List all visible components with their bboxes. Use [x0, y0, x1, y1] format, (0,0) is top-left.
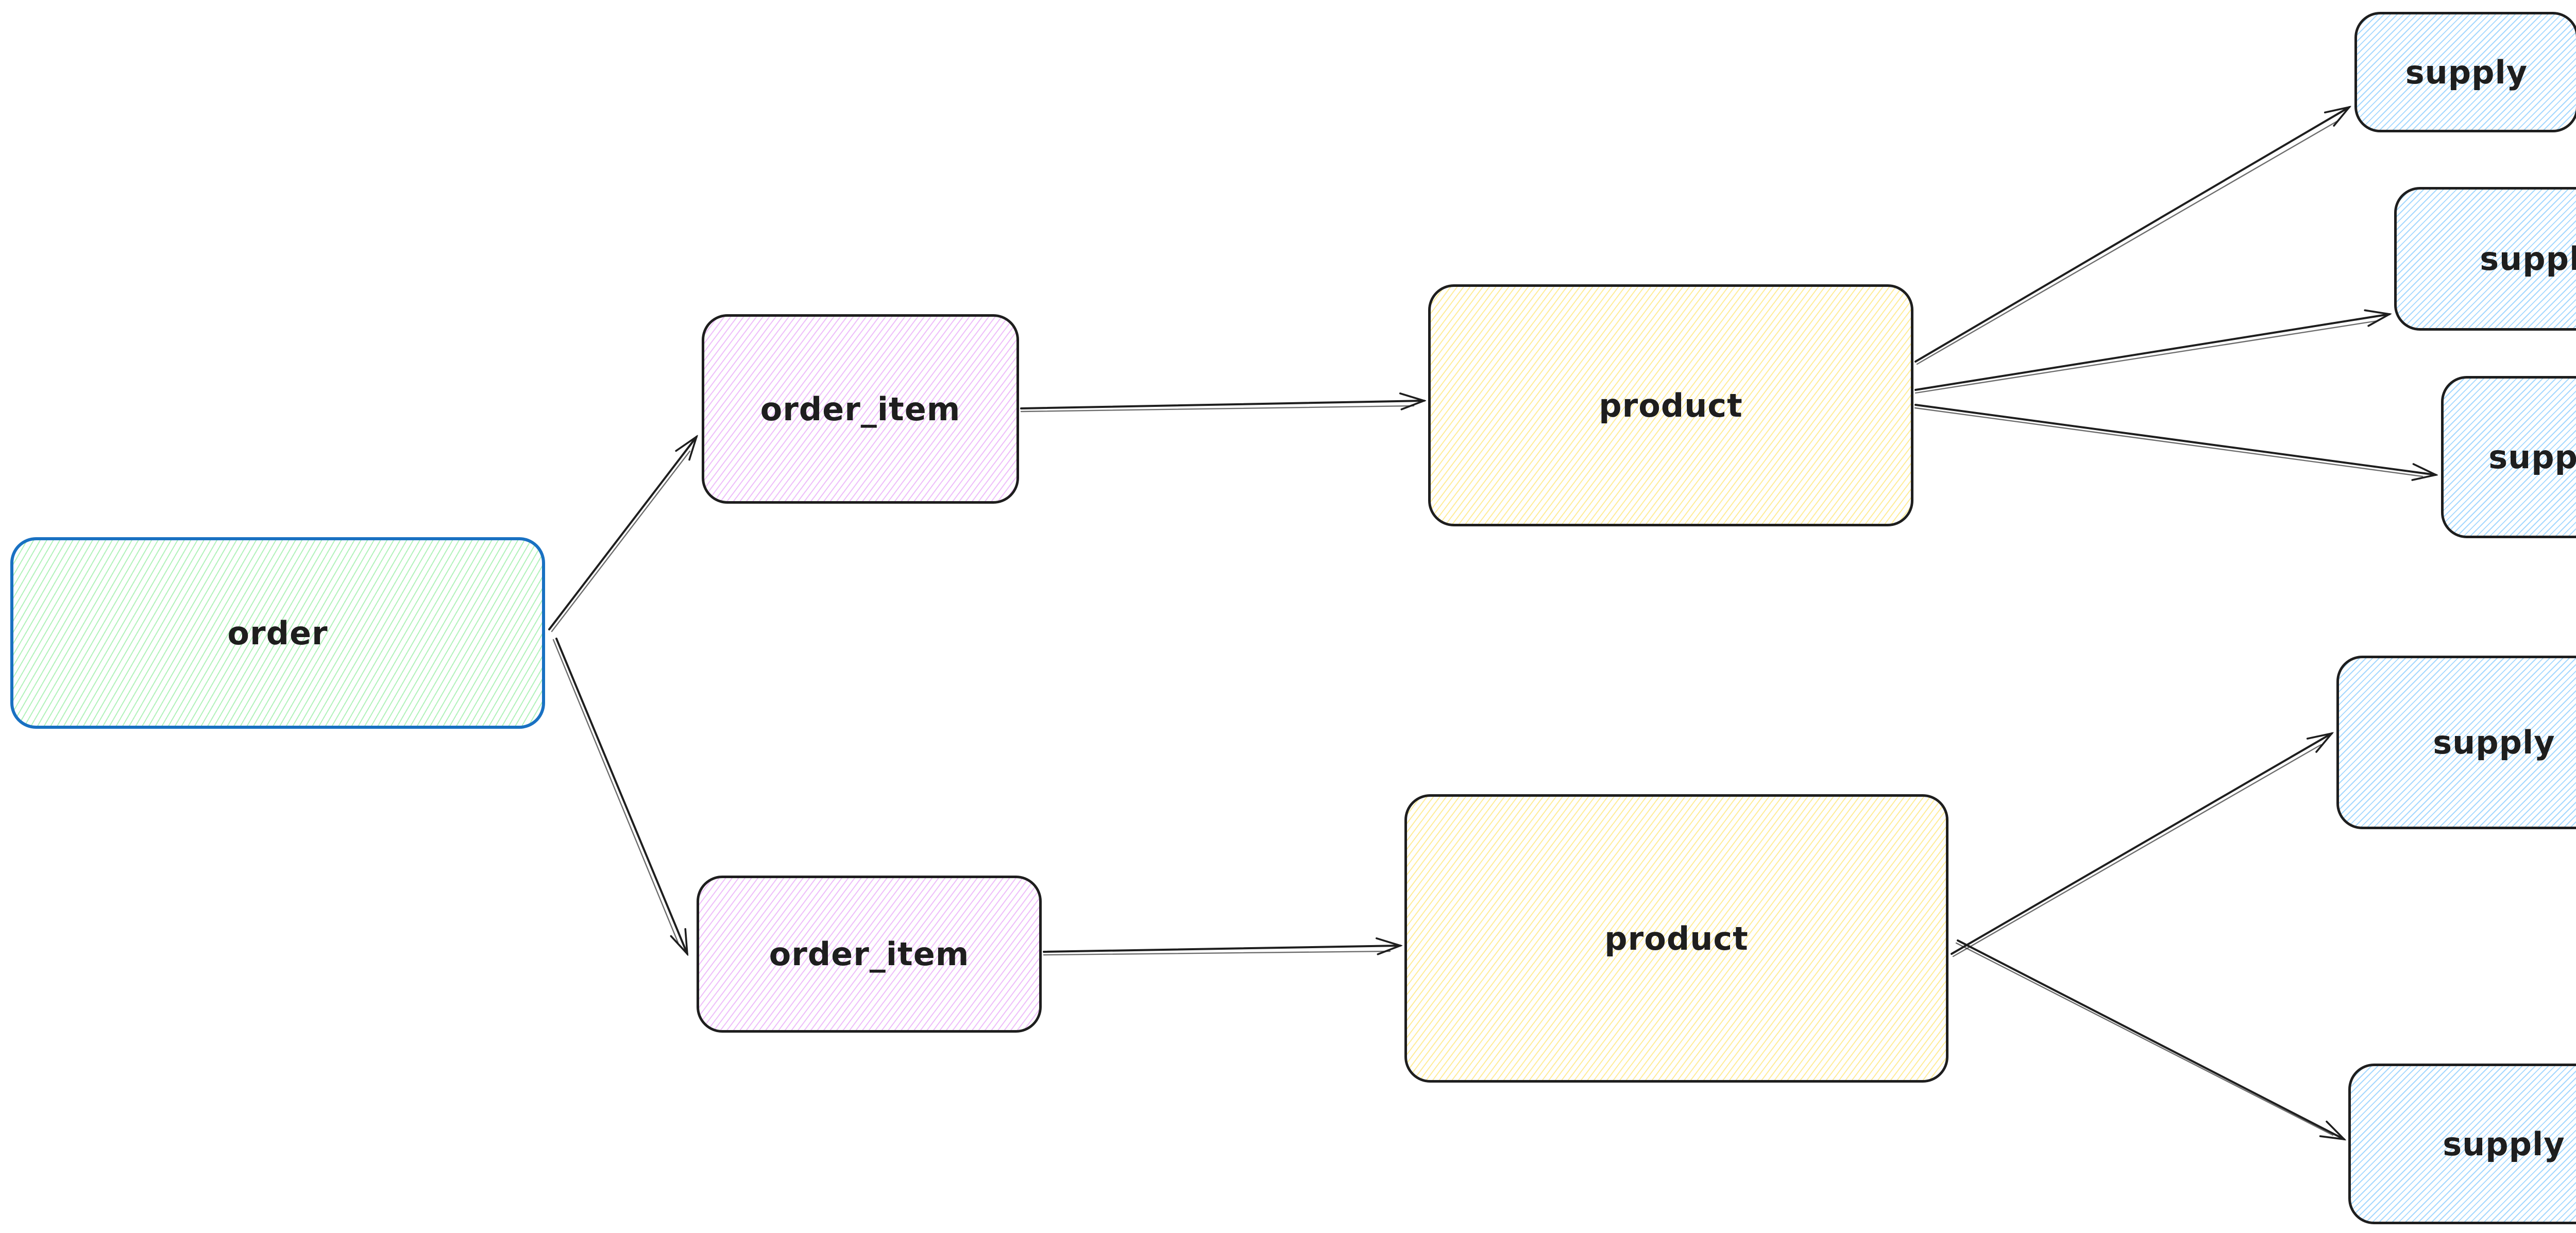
edge-product-1-to-supply-2[interactable] [1914, 314, 2389, 394]
edge-order-to-order-item-2[interactable] [552, 638, 687, 954]
node-label: order_item [769, 935, 970, 973]
node-supply-3[interactable]: supply [2441, 376, 2576, 538]
edge-order-item-1-to-product-1[interactable] [1020, 401, 1424, 413]
node-label: product [1599, 386, 1743, 424]
node-label: supply [2405, 53, 2528, 91]
node-order[interactable]: order [10, 537, 545, 729]
node-label: supply [2488, 438, 2576, 476]
node-product-1[interactable]: product [1428, 284, 1913, 526]
node-label: order_item [760, 390, 961, 428]
node-label: product [1604, 919, 1749, 957]
node-supply-4[interactable]: supply [2336, 656, 2576, 829]
edge-order-item-2-to-product-2[interactable] [1043, 946, 1400, 956]
edge-product-1-to-supply-3[interactable] [1914, 404, 2436, 476]
edge-product-1-to-supply-1[interactable] [1914, 107, 2349, 365]
edge-order-to-order-item-1[interactable] [548, 437, 697, 632]
node-label: order [227, 614, 328, 652]
edge-product-2-to-supply-4[interactable] [1951, 733, 2332, 957]
node-label: supply [2480, 240, 2576, 278]
node-supply-2[interactable]: supply [2394, 187, 2576, 331]
node-label: supply [2433, 724, 2555, 761]
node-supply-1[interactable]: supply [2354, 12, 2576, 132]
node-label: supply [2443, 1125, 2565, 1163]
edge-product-2-to-supply-5[interactable] [1955, 939, 2344, 1139]
node-order-item-2[interactable]: order_item [697, 876, 1042, 1033]
node-order-item-1[interactable]: order_item [702, 314, 1019, 504]
node-product-2[interactable]: product [1404, 794, 1948, 1083]
node-supply-5[interactable]: supply [2348, 1064, 2576, 1224]
